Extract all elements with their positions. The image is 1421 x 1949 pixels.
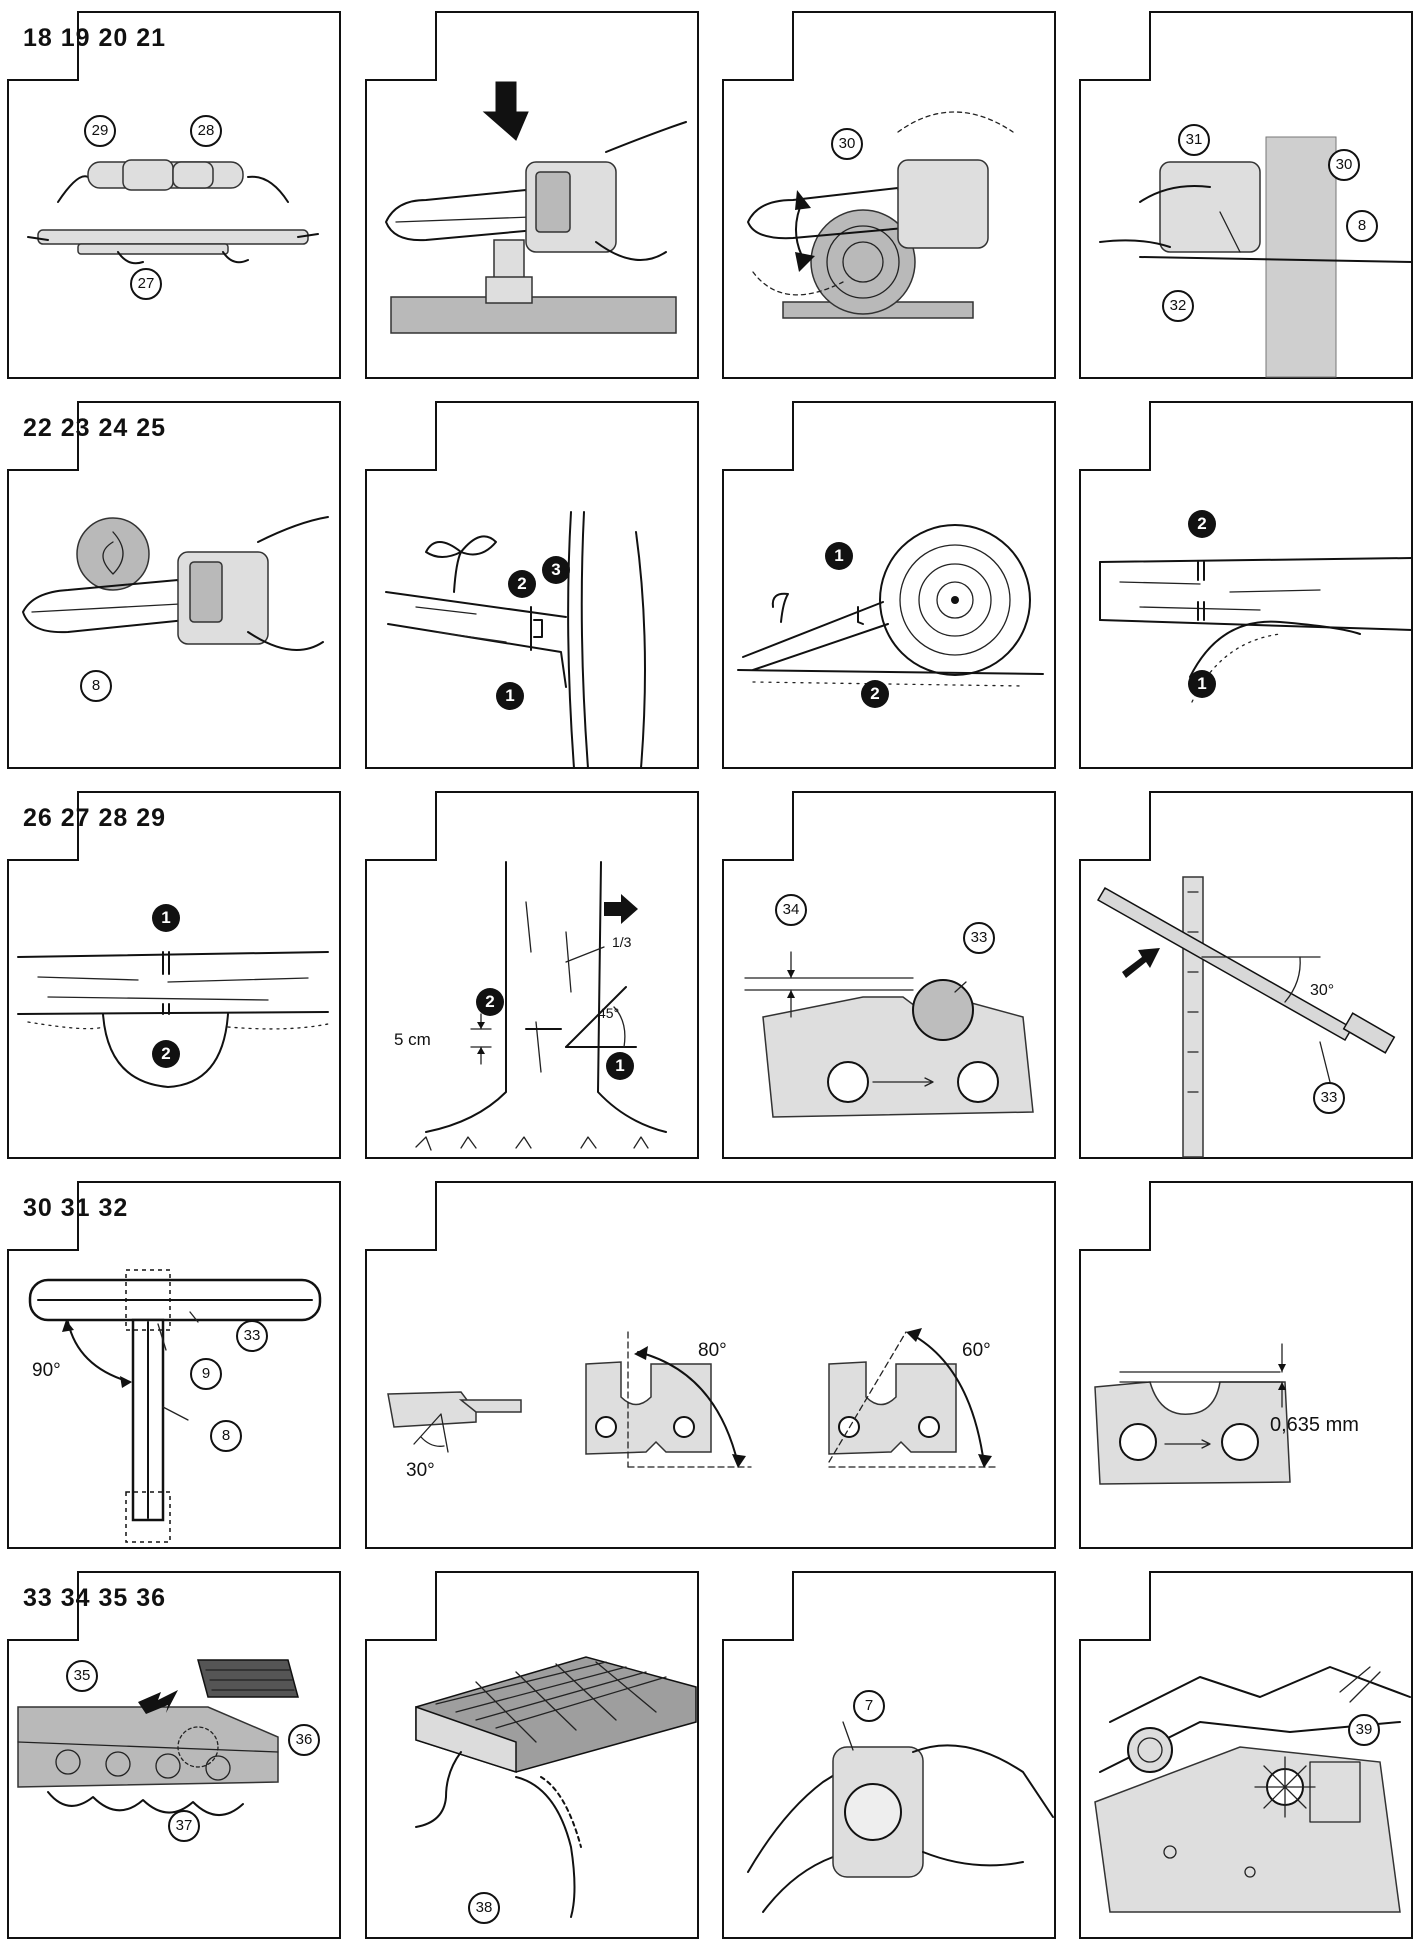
log-supported-cut-illustration: [1099, 557, 1413, 703]
label-5cm: 5 cm: [394, 1030, 431, 1049]
cutter-angles-illustration: [387, 1328, 997, 1468]
label-45-degree: 45°: [598, 1005, 620, 1021]
marker-2-row2c: 2: [1188, 510, 1216, 538]
figure-28-panel: 34 33: [722, 791, 1057, 1160]
figure-36-panel: 39: [1079, 1571, 1414, 1940]
log-branch-cut-illustration: [737, 524, 1044, 687]
callout-30: 30: [831, 128, 863, 160]
marker-1-row3b: 1: [606, 1052, 634, 1080]
marker-2-row3b: 2: [476, 988, 504, 1016]
figure-34-panel: 38: [365, 1571, 700, 1940]
callout-31: 31: [1178, 124, 1210, 156]
figure-31-panel: 30° 80° 60°: [365, 1181, 1057, 1550]
callout-35: 35: [66, 1660, 98, 1692]
cable-hitch-illustration: [27, 159, 319, 265]
callout-8-row4: 8: [210, 1420, 242, 1452]
cleaning-tool-groove-illustration: [415, 1656, 697, 1918]
label-90-degree: 90°: [32, 1360, 61, 1381]
figure-20-panel: 30: [722, 11, 1057, 380]
label-30-degree-file: 30°: [1310, 982, 1335, 999]
marker-1-row2b: 1: [825, 542, 853, 570]
callout-32: 32: [1162, 290, 1194, 322]
marker-1-row2a: 1: [496, 682, 524, 710]
label-80-degree: 80°: [698, 1340, 727, 1361]
callout-9: 9: [190, 1358, 222, 1390]
log-over-ditch-cut-illustration: [17, 951, 329, 1088]
figure-29-panel: 30° 33: [1079, 791, 1414, 1160]
figure-24-panel: 1 2: [722, 401, 1057, 770]
figure-32-panel: 0,635 mm: [1079, 1181, 1414, 1550]
figure-35-panel: 7: [722, 1571, 1057, 1940]
callout-38: 38: [468, 1892, 500, 1924]
callout-29: 29: [84, 115, 116, 147]
chain-file-depth-illustration: [744, 951, 1034, 1118]
callout-34: 34: [775, 894, 807, 926]
figure-22-panel: 22 23 24 25 8: [7, 401, 342, 770]
figure-26-panel: 26 27 28 29 1 2: [7, 791, 342, 1160]
figure-numbers-row-3: 26 27 28 29: [23, 804, 167, 832]
callout-37: 37: [168, 1810, 200, 1842]
branch-cut-sequence-illustration: [385, 511, 646, 769]
sprocket-cover-illustration: [1094, 1666, 1411, 1913]
kickback-zone-illustration: [22, 516, 329, 651]
figure-19-panel: [365, 11, 700, 380]
guide-bar-cleaning-illustration: [17, 1659, 299, 1816]
callout-27: 27: [130, 268, 162, 300]
label-30-degree-cutter: 30°: [406, 1460, 435, 1481]
chain-tension-check-illustration: [1099, 136, 1413, 378]
callout-39: 39: [1348, 1714, 1380, 1746]
callout-33-row3: 33: [963, 922, 995, 954]
figure-numbers-row-2: 22 23 24 25: [23, 414, 167, 442]
callout-8-row2: 8: [80, 670, 112, 702]
figure-numbers-row-4: 30 31 32: [23, 1194, 129, 1222]
marker-2-row3a: 2: [152, 1040, 180, 1068]
chainsaw-cutting-log-illustration: [747, 111, 1014, 319]
figure-18-panel: 18 19 20 21 29 28 27: [7, 11, 342, 380]
figure-numbers-row-5: 33 34 35 36: [23, 1584, 167, 1612]
callout-7: 7: [853, 1690, 885, 1722]
figure-33-panel: 33 34 35 36 35 36 37: [7, 1571, 342, 1940]
callout-33-row4: 33: [236, 1320, 268, 1352]
file-guide-90-degree-illustration: [28, 1269, 322, 1543]
tree-felling-notch-illustration: [415, 861, 667, 1151]
label-one-third: 1/3: [612, 934, 632, 950]
callout-33-file: 33: [1313, 1082, 1345, 1114]
label-60-degree: 60°: [962, 1340, 991, 1361]
depth-gauge-illustration: [1094, 1343, 1291, 1485]
marker-1-row3a: 1: [152, 904, 180, 932]
callout-36: 36: [288, 1724, 320, 1756]
marker-2-row2b: 2: [861, 680, 889, 708]
figure-25-panel: 2 1: [1079, 401, 1414, 770]
figure-23-panel: 2 3 1: [365, 401, 700, 770]
callout-28: 28: [190, 115, 222, 147]
callout-30b: 30: [1328, 149, 1360, 181]
callout-8: 8: [1346, 210, 1378, 242]
chainsaw-on-log-illustration: [385, 81, 687, 334]
figure-30-panel: 30 31 32 90° 33 9 8: [7, 1181, 342, 1550]
marker-1-row2c: 1: [1188, 670, 1216, 698]
marker-3-row2a: 3: [542, 556, 570, 584]
marker-2-row2a: 2: [508, 570, 536, 598]
oil-inlet-cleaning-illustration: [747, 1721, 1054, 1913]
figure-27-panel: 1/3 45° 5 cm 2 1: [365, 791, 700, 1160]
figure-21-panel: 31 30 8 32: [1079, 11, 1414, 380]
label-depth-gauge: 0,635 mm: [1270, 1414, 1359, 1436]
figure-numbers-row-1: 18 19 20 21: [23, 24, 167, 52]
file-angle-30-illustration: [1096, 876, 1396, 1158]
